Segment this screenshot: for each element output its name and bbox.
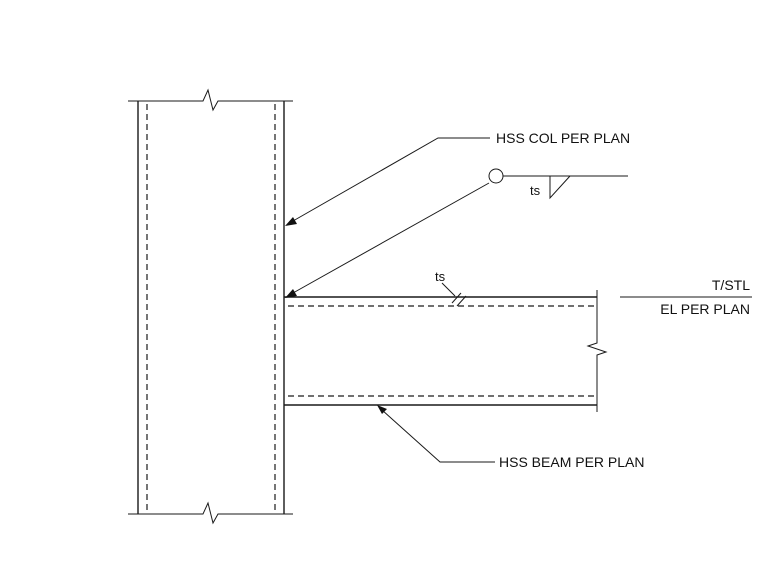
beam-leader-arrowhead — [377, 405, 387, 414]
flange-thickness-mark: ts — [435, 269, 467, 307]
beam-leader-line — [381, 409, 495, 463]
column-leader-arrowhead — [285, 217, 297, 226]
weld-all-around-circle — [488, 168, 504, 184]
flange-thickness-tick-icon — [441, 282, 467, 307]
column-bottom-break-line — [128, 501, 293, 525]
weld-leader-arrowhead — [285, 289, 297, 298]
column-top-break-line — [128, 88, 293, 112]
fillet-weld-triangle-icon — [549, 175, 571, 200]
column-callout-label: HSS COL PER PLAN — [496, 130, 630, 146]
hss-column — [128, 88, 293, 525]
elevation-marker: T/STL EL PER PLAN — [620, 277, 752, 317]
beam-callout-label: HSS BEAM PER PLAN — [499, 454, 645, 470]
beam-callout: HSS BEAM PER PLAN — [377, 405, 645, 470]
flange-thickness-label: ts — [435, 269, 446, 284]
weld-size-label: ts — [530, 183, 541, 198]
hss-beam — [284, 290, 608, 412]
elevation-label-top: T/STL — [712, 277, 750, 293]
weld-symbol: ts — [285, 168, 628, 298]
column-callout: HSS COL PER PLAN — [285, 130, 630, 226]
beam-end-break-line — [586, 290, 608, 412]
weld-leader-line — [292, 182, 490, 294]
column-leader-line — [292, 137, 490, 222]
elevation-label-bottom: EL PER PLAN — [660, 301, 750, 317]
